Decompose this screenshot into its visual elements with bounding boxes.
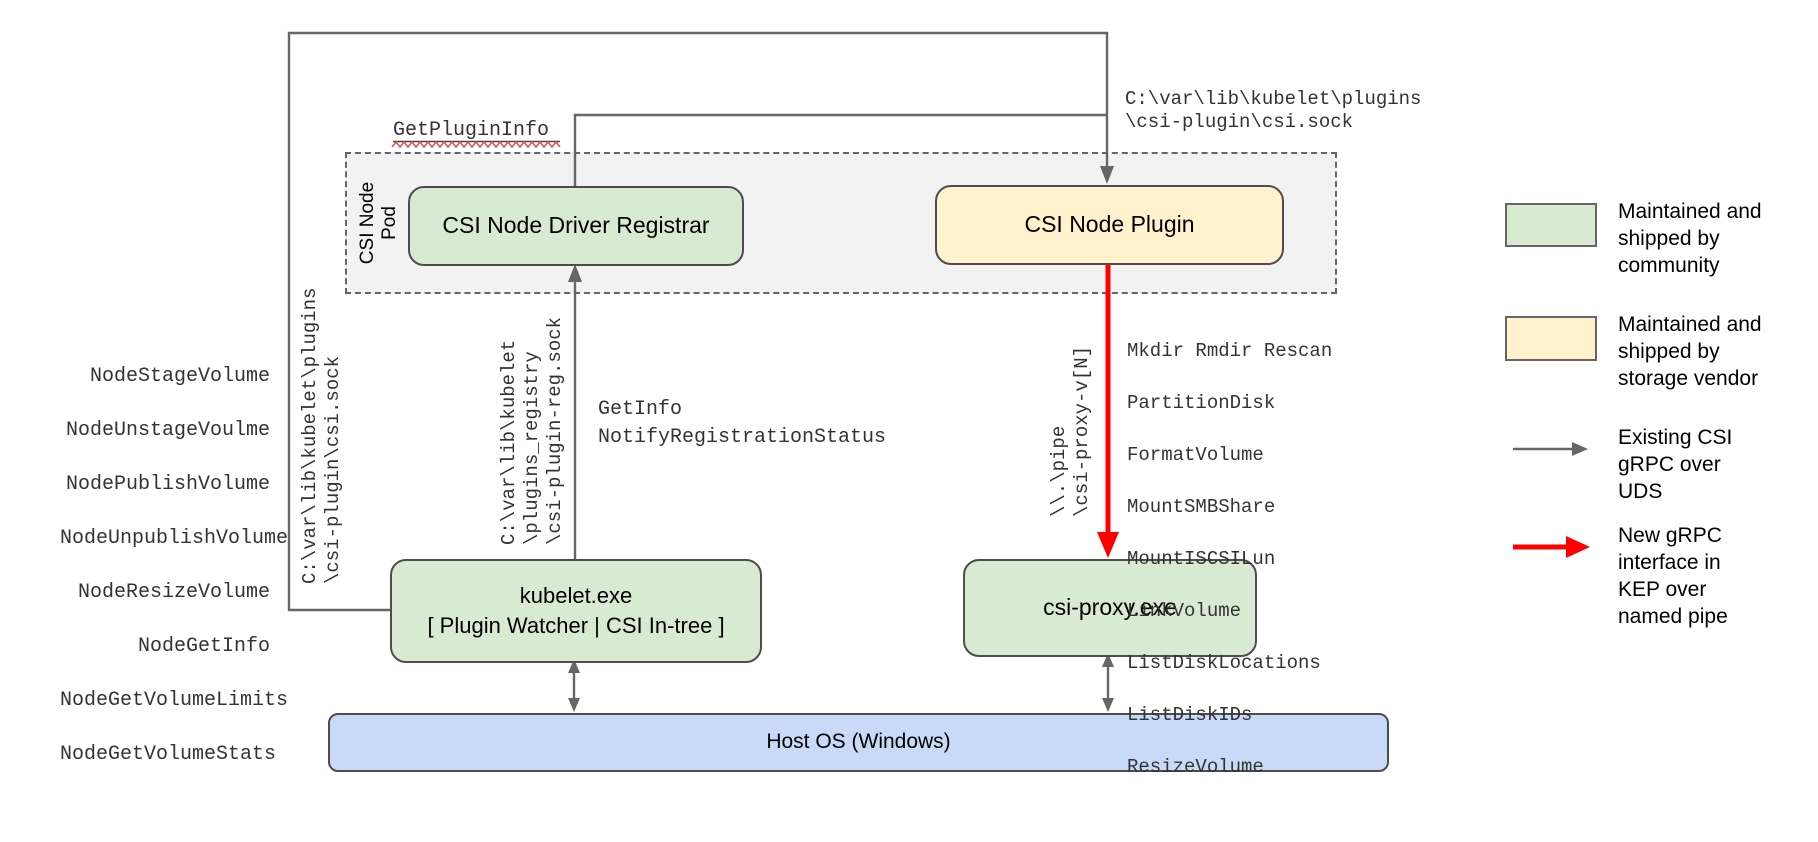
registration-methods-label: GetInfo NotifyRegistrationStatus <box>598 398 887 449</box>
csi-node-driver-registrar-box: CSI Node Driver Registrar <box>408 186 744 266</box>
legend-community-label: Maintained and shipped by community <box>1618 200 1762 277</box>
legend-red-arrowhead-icon <box>1566 536 1590 558</box>
kubelet-csi-methods-list: NodeStageVolume NodeUnstageVoulme NodePu… <box>60 336 289 795</box>
list-item: MountSMBShare <box>1127 496 1276 518</box>
list-item: NodeGetVolumeStats <box>60 743 277 766</box>
csi-node-plugin-label: CSI Node Plugin <box>1024 211 1195 238</box>
list-item: NodeResizeVolume <box>77 581 270 604</box>
list-item: PartitionDisk <box>1127 392 1276 414</box>
csi-sock-path-left-label: C:\var\lib\kubelet\plugins \csi-plugin\c… <box>299 287 344 584</box>
list-item: FormatVolume <box>1127 444 1264 466</box>
registrar-to-plugin-connector <box>573 113 1106 186</box>
list-item: NodeGetVolumeLimits <box>60 689 289 712</box>
kubelet-to-plugin-connector <box>287 31 1109 612</box>
list-item: NodeStageVolume <box>89 365 270 388</box>
plugin-arrowhead-icon <box>1100 166 1114 184</box>
csiproxy-hostos-up-arrowhead-icon <box>1102 653 1114 667</box>
list-item: ListDiskLocations <box>1127 652 1321 674</box>
csiproxy-hostos-down-arrowhead-icon <box>1102 698 1114 712</box>
kubelet-hostos-up-arrowhead-icon <box>568 659 580 673</box>
kubelet-box: kubelet.exe [ Plugin Watcher | CSI In-tr… <box>390 559 762 663</box>
legend-community-swatch <box>1505 203 1597 247</box>
list-item: ResizeVolume <box>1127 756 1264 778</box>
registrar-arrowhead-icon <box>568 264 582 282</box>
legend-vendor-swatch <box>1505 316 1597 361</box>
registration-sock-path-label: C:\var\lib\kubelet \plugins_registry \cs… <box>498 316 566 545</box>
host-os-box: Host OS (Windows) <box>328 713 1389 772</box>
csiproxy-red-arrowhead-icon <box>1097 532 1119 558</box>
csi-proxy-methods-list: Mkdir Rmdir Rescan PartitionDisk FormatV… <box>1127 312 1332 806</box>
list-item: LinkVolume <box>1127 600 1242 622</box>
legend-new-grpc-label: New gRPC interface in KEP over named pip… <box>1618 524 1728 628</box>
list-item: ListDiskIDs <box>1127 704 1253 726</box>
kubelet-label: kubelet.exe [ Plugin Watcher | CSI In-tr… <box>427 583 725 638</box>
list-item: NodeUnstageVoulme <box>65 419 270 442</box>
legend-existing-grpc-label: Existing CSI gRPC over UDS <box>1618 426 1733 503</box>
named-pipe-path-label: \\.\pipe \csi-proxy-v[N] <box>1048 345 1093 517</box>
getplugininfo-squiggle-icon <box>391 140 561 149</box>
host-os-label: Host OS (Windows) <box>766 730 951 754</box>
csi-node-driver-registrar-label: CSI Node Driver Registrar <box>442 212 710 239</box>
list-item: NodeUnpublishVolume <box>60 527 289 550</box>
csi-node-plugin-box: CSI Node Plugin <box>935 185 1284 265</box>
list-item: NodeGetInfo <box>137 635 270 658</box>
list-item: NodePublishVolume <box>65 473 270 496</box>
legend-vendor-label: Maintained and shipped by storage vendor <box>1618 313 1762 390</box>
csi-proxy-box: csi-proxy.exe <box>963 559 1257 657</box>
list-item: Mkdir Rmdir Rescan <box>1127 340 1333 362</box>
list-item: MountISCSILun <box>1127 548 1276 570</box>
get-plugin-info-label: GetPluginInfo <box>393 119 550 142</box>
kubelet-hostos-down-arrowhead-icon <box>568 698 580 712</box>
csi-proxy-label: csi-proxy.exe <box>1043 594 1177 621</box>
legend-gray-arrowhead-icon <box>1572 442 1588 456</box>
csi-node-pod-label: CSI Node Pod <box>357 181 400 265</box>
csi-sock-path-top-label: C:\var\lib\kubelet\plugins \csi-plugin\c… <box>1125 88 1422 133</box>
